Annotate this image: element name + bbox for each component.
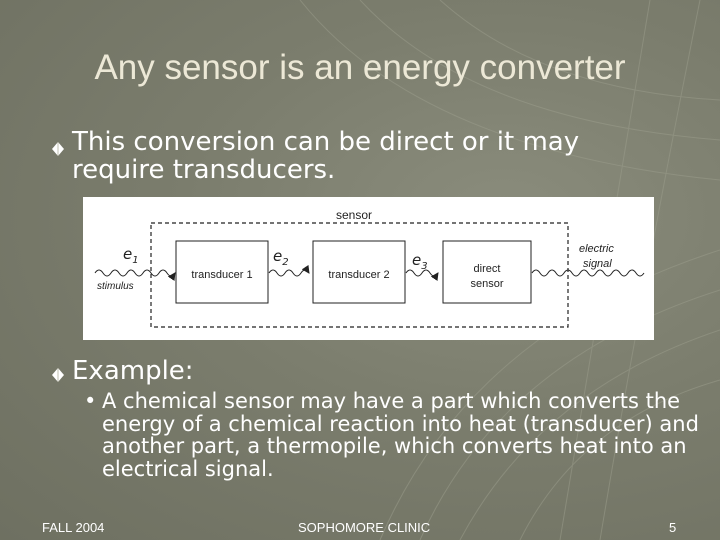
stimulus-label: stimulus	[97, 281, 134, 292]
sub-bullet-dot-icon: •	[84, 389, 97, 413]
direct-sensor-label-line1: direct	[474, 263, 501, 275]
energy-wave-2	[268, 264, 310, 277]
bullet-item-conversion: This conversion can be direct or it may …	[72, 127, 580, 185]
sensor-diagram: sensor transducer 1 transducer 2 direct …	[83, 197, 654, 340]
direct-sensor-box	[442, 240, 532, 304]
transducer-1-box	[175, 240, 269, 304]
energy-wave-3	[405, 269, 439, 282]
footer-page-number: 5	[669, 520, 677, 535]
energy-label-e2: e2	[273, 247, 289, 268]
diamond-bullet-icon	[52, 142, 64, 156]
transducer-1-label: transducer 1	[191, 269, 252, 281]
bullet-item-example: Example:	[72, 356, 194, 386]
electric-signal-label-line2: signal	[583, 258, 612, 270]
stimulus-energy-wave	[94, 269, 176, 282]
diamond-bullet-icon	[52, 368, 64, 382]
diagram-canvas: sensor transducer 1 transducer 2 direct …	[94, 208, 645, 328]
sub-bullet-chemical-sensor: • A chemical sensor may have a part whic…	[84, 390, 704, 480]
signal-output-wave	[531, 269, 645, 277]
footer-course: SOPHOMORE CLINIC	[298, 520, 431, 535]
sub-bullet-text: A chemical sensor may have a part which …	[102, 389, 699, 481]
electric-signal-label-line1: electric	[579, 243, 614, 255]
sensor-label: sensor	[336, 208, 372, 222]
footer-date: FALL 2004	[42, 520, 105, 535]
energy-label-e1: e1	[123, 245, 139, 266]
energy-label-e3: e3	[412, 251, 428, 272]
transducer-2-box	[312, 240, 406, 304]
direct-sensor-label-line2: sensor	[470, 278, 503, 290]
transducer-2-label: transducer 2	[328, 269, 389, 281]
sensor-boundary	[150, 222, 569, 328]
slide-title: Any sensor is an energy converter	[94, 48, 626, 87]
